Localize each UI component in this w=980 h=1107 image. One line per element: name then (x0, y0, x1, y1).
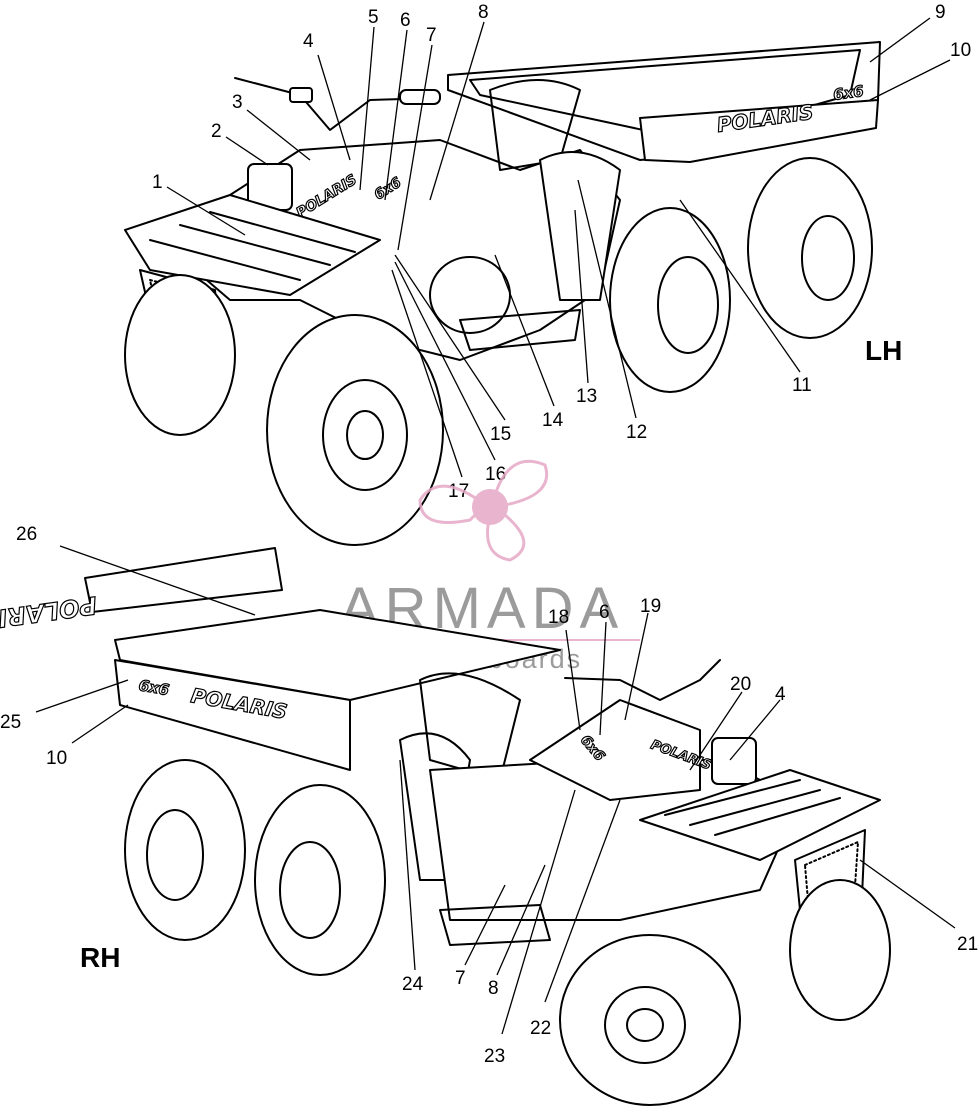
rh-callout-leaders (35, 545, 956, 1035)
callout-lh-8: 8 (478, 2, 489, 23)
callout-lh-6: 6 (400, 10, 411, 31)
rh-handlebars (564, 659, 721, 701)
lh-front-wheels (124, 274, 444, 546)
lh-body: POLARIS 6x6 (159, 79, 621, 361)
callout-lh-2: 2 (211, 121, 222, 142)
callout-lh-14: 14 (542, 410, 564, 431)
lh-rear-wheels (609, 157, 873, 393)
lh-view-label: LH (865, 335, 902, 366)
callout-rh-24: 24 (402, 974, 424, 995)
callout-lh-15: 15 (490, 424, 511, 445)
lh-cargo-box: POLARIS 6x6 (447, 41, 881, 163)
callout-lh-4: 4 (303, 31, 314, 52)
callout-rh-19: 19 (640, 596, 661, 617)
callout-rh-20: 20 (730, 674, 751, 695)
callout-lh-13: 13 (576, 386, 597, 407)
callout-lh-12: 12 (626, 422, 647, 443)
rh-view-label: RH (80, 942, 120, 973)
callout-rh-4: 4 (775, 684, 786, 705)
rh-cargo-box: POLARIS 6x6 (114, 609, 561, 771)
lh-front-rack (124, 194, 381, 296)
lh-handlebars (234, 77, 441, 131)
callout-rh-7: 7 (455, 968, 466, 989)
loose-decal-text: POLARIS (0, 591, 99, 635)
rh-front-rack (639, 769, 881, 861)
rh-rear-wheels (124, 759, 386, 976)
callout-rh-18: 18 (548, 607, 569, 628)
callout-rh-6: 6 (599, 602, 610, 623)
callout-rh-25: 25 (0, 712, 21, 733)
lh-vehicle-view: POLARIS 6x6 POLARIS 6x6 (124, 2, 971, 546)
rh-front-wheels (559, 879, 891, 1106)
rh-vehicle-view: POLARIS POLARIS 6x6 POLARIS 6x6 (0, 524, 978, 1106)
callout-lh-11: 11 (792, 375, 812, 396)
callout-lh-7: 7 (426, 25, 437, 46)
callout-rh-23: 23 (484, 1046, 505, 1067)
callout-lh-10: 10 (950, 40, 971, 61)
callout-lh-5: 5 (368, 7, 379, 28)
callout-lh-1: 1 (152, 172, 163, 193)
callout-rh-26: 26 (16, 524, 37, 545)
lh-callout-leaders (166, 17, 951, 478)
lh-box-6x6-decal: 6x6 (832, 82, 865, 104)
callout-rh-21: 21 (957, 934, 978, 955)
callout-rh-8: 8 (488, 978, 499, 999)
propeller-logo-icon (418, 459, 548, 562)
callout-lh-3: 3 (232, 92, 243, 113)
callout-rh-10: 10 (46, 748, 67, 769)
callout-rh-22: 22 (530, 1018, 551, 1039)
callout-lh-16: 16 (485, 464, 506, 485)
callout-lh-9: 9 (935, 2, 946, 23)
rh-callout-numbers: 26 25 10 18 6 19 20 4 21 24 7 8 22 23 (0, 524, 978, 1067)
